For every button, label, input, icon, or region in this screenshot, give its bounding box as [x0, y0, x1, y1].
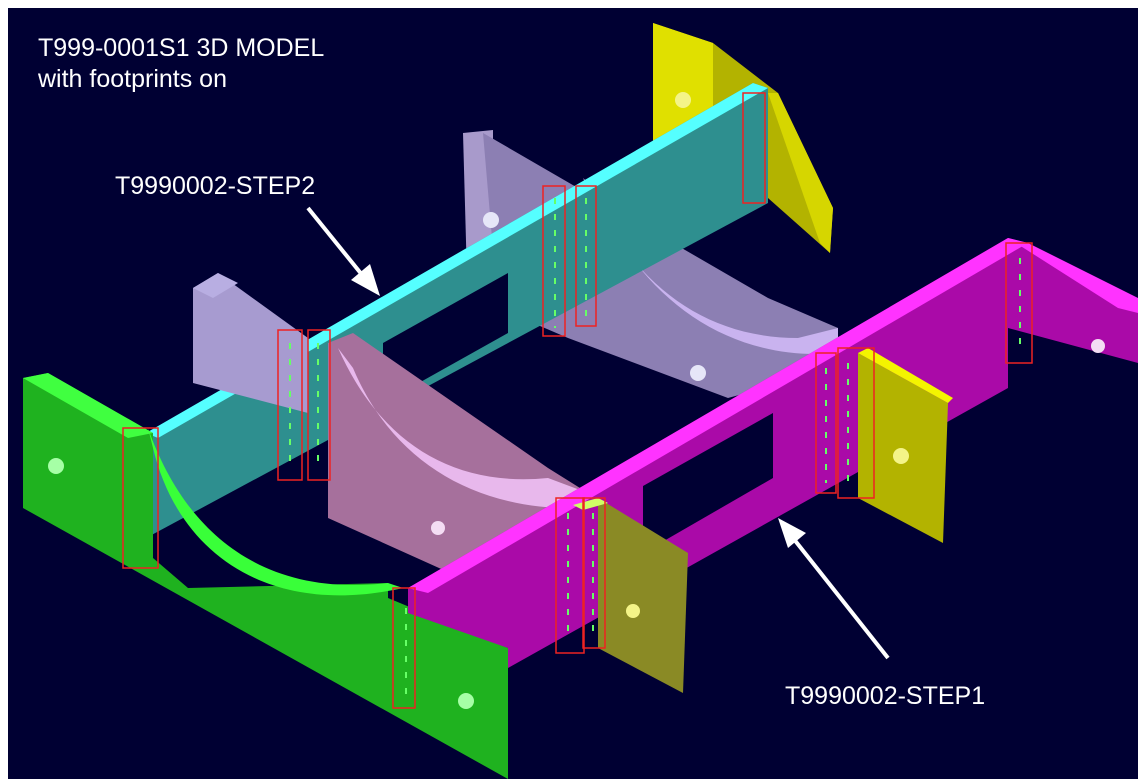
footprint-marks	[289, 198, 1021, 698]
rail-window	[383, 273, 508, 403]
lavender-plate-left	[193, 273, 308, 413]
green-plate-front	[23, 373, 508, 779]
footprint-outlines	[122, 92, 1033, 709]
magenta-rail-step1	[408, 238, 1138, 668]
arrow-step2	[306, 206, 380, 296]
3d-model-viewport[interactable]: T999-0001S1 3D MODEL with footprints on …	[8, 8, 1138, 779]
step2-label: T9990002-STEP2	[115, 172, 316, 200]
3d-model-render	[23, 23, 1138, 779]
model-title-line-2: with footprints on	[38, 65, 227, 93]
model-title-line-1: T999-0001S1 3D MODEL	[38, 34, 325, 62]
yellow-block-middle	[858, 348, 953, 543]
mounting-hole	[675, 92, 691, 108]
arrow-step1	[778, 518, 890, 660]
olive-block-front	[573, 498, 688, 693]
rail-window	[643, 413, 773, 553]
step1-label: T9990002-STEP1	[785, 682, 986, 710]
